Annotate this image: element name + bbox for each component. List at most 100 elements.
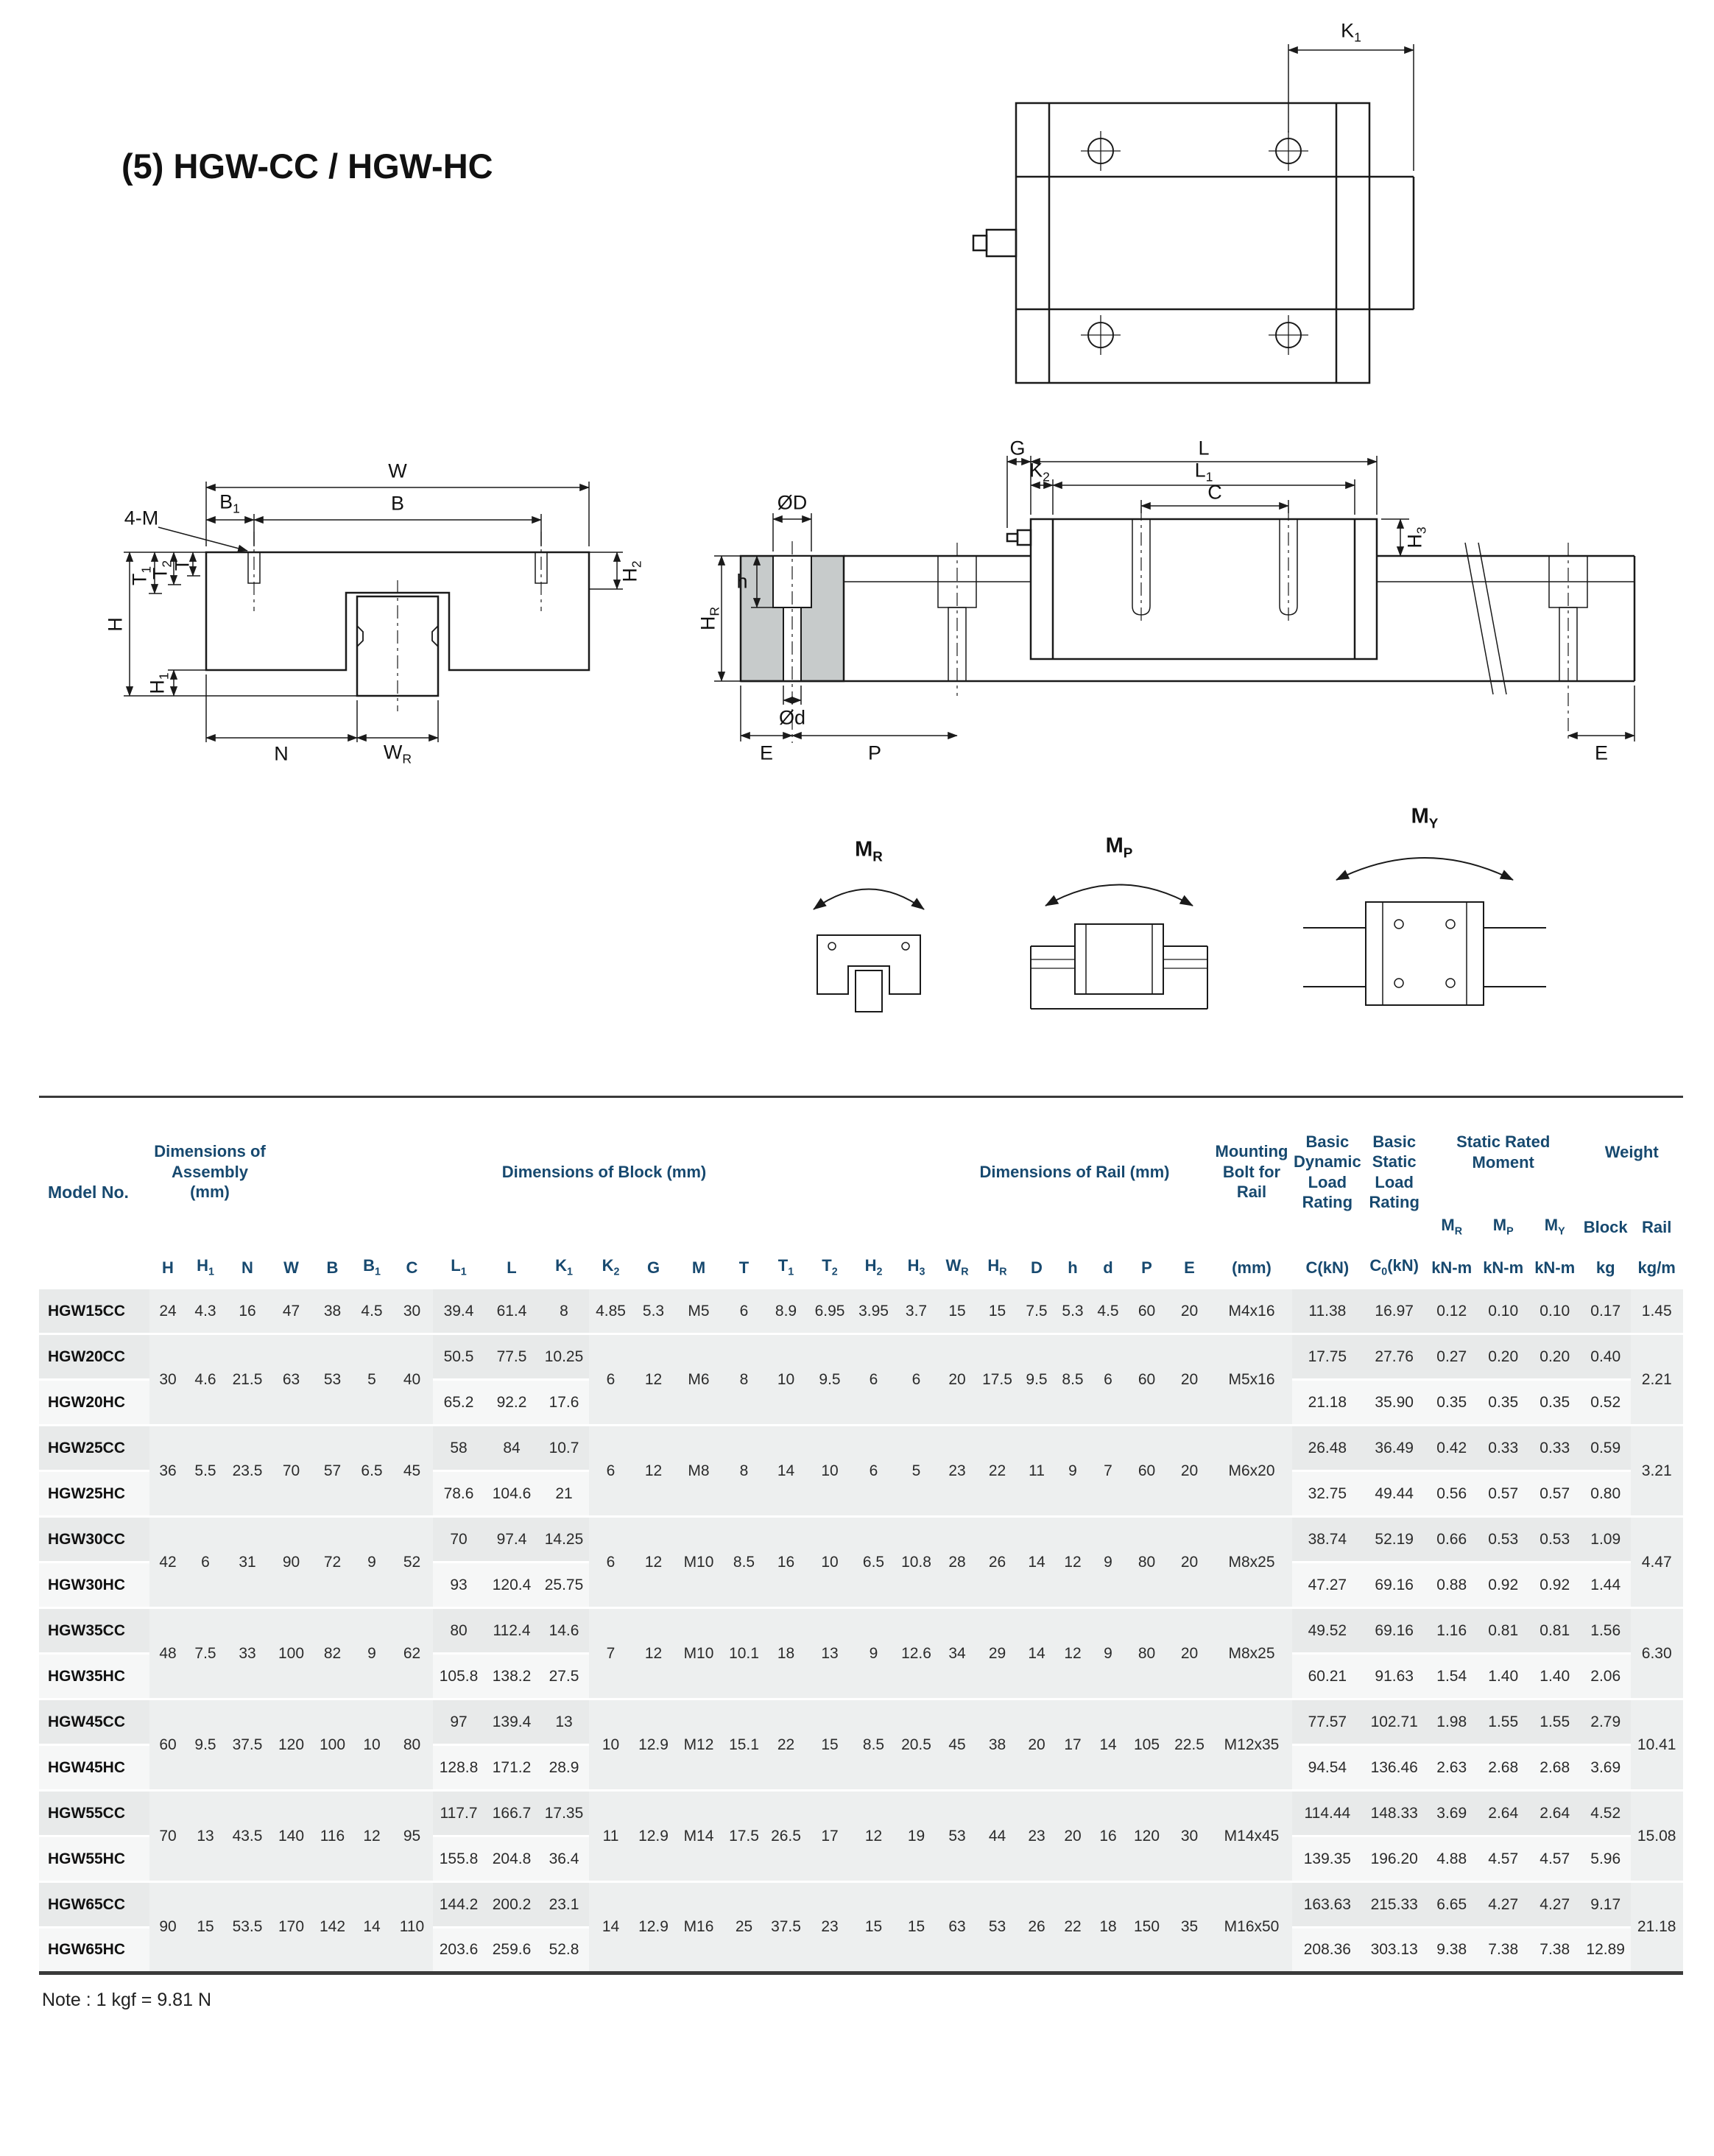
col-sym-26: C(kN) bbox=[1292, 1247, 1363, 1289]
cell-MP: 0.33 bbox=[1477, 1425, 1529, 1472]
cell-model: HGW30HC bbox=[39, 1562, 149, 1609]
block-top-view-svg bbox=[972, 44, 1415, 384]
cell-K1: 17.35 bbox=[539, 1790, 589, 1837]
dim-label-e-left: E bbox=[759, 741, 774, 764]
cell-MP: 0.57 bbox=[1477, 1470, 1529, 1518]
spec-table: Model No.Dimensions of Assembly (mm)Dime… bbox=[39, 1096, 1683, 1975]
cell-B: 100 bbox=[312, 1699, 353, 1792]
cell-MY: 0.53 bbox=[1528, 1516, 1581, 1563]
dim-label-b1: B1 bbox=[219, 490, 240, 516]
block-top-view-drawing: K1 bbox=[964, 15, 1450, 416]
cell-T2: 17 bbox=[807, 1790, 853, 1883]
cell-E: 20 bbox=[1168, 1516, 1211, 1609]
cell-MP: 2.68 bbox=[1477, 1744, 1529, 1792]
cell-G: 5.3 bbox=[632, 1288, 674, 1335]
cell-N: 16 bbox=[225, 1288, 270, 1335]
dim-label-od-small: Ød bbox=[778, 706, 806, 729]
cell-B: 116 bbox=[312, 1790, 353, 1883]
cell-M: M10 bbox=[674, 1607, 723, 1700]
col-group-bolt: Mounting Bolt for Rail bbox=[1211, 1096, 1292, 1248]
dim-label-wr: WR bbox=[383, 741, 412, 767]
cell-MP: 0.81 bbox=[1477, 1607, 1529, 1655]
cell-MR: 3.69 bbox=[1425, 1790, 1478, 1837]
cell-MP: 0.10 bbox=[1477, 1288, 1529, 1335]
cell-K2: 10 bbox=[589, 1699, 632, 1792]
cell-C: 80 bbox=[391, 1699, 433, 1792]
cell-B: 142 bbox=[312, 1881, 353, 1974]
cell-C0: 35.90 bbox=[1362, 1379, 1426, 1426]
cell-W: 120 bbox=[270, 1699, 312, 1792]
cell-model: HGW30CC bbox=[39, 1516, 149, 1563]
cell-H: 48 bbox=[149, 1607, 186, 1700]
cell-T: 6 bbox=[723, 1288, 765, 1335]
cell-d: 9 bbox=[1090, 1516, 1126, 1609]
cell-K2: 11 bbox=[589, 1790, 632, 1883]
cell-Cdyn: 32.75 bbox=[1292, 1470, 1363, 1518]
cell-MY: 2.68 bbox=[1528, 1744, 1581, 1792]
cell-G: 12 bbox=[632, 1334, 674, 1426]
cell-C0: 136.46 bbox=[1362, 1744, 1426, 1792]
cell-D: 26 bbox=[1018, 1881, 1055, 1974]
cell-MY: 1.55 bbox=[1528, 1699, 1581, 1746]
cell-MP: 0.92 bbox=[1477, 1562, 1529, 1609]
cell-Cdyn: 47.27 bbox=[1292, 1562, 1363, 1609]
cell-rail: 4.47 bbox=[1630, 1516, 1683, 1609]
cell-C: 30 bbox=[391, 1288, 433, 1335]
cell-block: 3.69 bbox=[1580, 1744, 1631, 1792]
cell-d: 16 bbox=[1090, 1790, 1126, 1883]
cell-N: 53.5 bbox=[225, 1881, 270, 1974]
cell-L1: 203.6 bbox=[433, 1927, 484, 1974]
col-sym-5: B1 bbox=[353, 1247, 391, 1289]
cell-B1: 10 bbox=[353, 1699, 391, 1792]
cell-L: 61.4 bbox=[484, 1288, 539, 1335]
cell-D: 23 bbox=[1018, 1790, 1055, 1883]
cell-MY: 0.57 bbox=[1528, 1470, 1581, 1518]
cell-H2: 12 bbox=[853, 1790, 895, 1883]
cell-block: 4.52 bbox=[1580, 1790, 1631, 1837]
cell-W: 47 bbox=[270, 1288, 312, 1335]
cell-L1: 97 bbox=[433, 1699, 484, 1746]
cell-MY: 7.38 bbox=[1528, 1927, 1581, 1974]
cell-N: 21.5 bbox=[225, 1334, 270, 1426]
cell-T1: 37.5 bbox=[765, 1881, 807, 1974]
cell-H3: 15 bbox=[895, 1881, 938, 1974]
dim-label-h-depth: h bbox=[736, 570, 748, 593]
cell-d: 7 bbox=[1090, 1425, 1126, 1518]
col-sym-17: H3 bbox=[895, 1247, 938, 1289]
cell-MY: 0.33 bbox=[1528, 1425, 1581, 1472]
cell-E: 20 bbox=[1168, 1607, 1211, 1700]
col-group-assembly: Dimensions of Assembly (mm) bbox=[149, 1096, 270, 1248]
cell-T: 25 bbox=[723, 1881, 765, 1974]
cell-L1: 78.6 bbox=[433, 1470, 484, 1518]
cell-bolt: M12x35 bbox=[1211, 1699, 1292, 1792]
cell-C0: 52.19 bbox=[1362, 1516, 1426, 1563]
cell-H1: 5.5 bbox=[186, 1425, 225, 1518]
col-group-dynamic: Basic Dynamic Load Rating bbox=[1292, 1096, 1363, 1248]
cell-L1: 80 bbox=[433, 1607, 484, 1655]
cell-M: M10 bbox=[674, 1516, 723, 1609]
cell-H1: 9.5 bbox=[186, 1699, 225, 1792]
cell-D: 14 bbox=[1018, 1607, 1055, 1700]
cell-D: 7.5 bbox=[1018, 1288, 1055, 1335]
cell-bolt: M5x16 bbox=[1211, 1334, 1292, 1426]
cell-C0: 27.76 bbox=[1362, 1334, 1426, 1381]
cell-E: 20 bbox=[1168, 1334, 1211, 1426]
dim-label-hr: HR bbox=[696, 606, 722, 631]
cell-C: 52 bbox=[391, 1516, 433, 1609]
cell-model: HGW65CC bbox=[39, 1881, 149, 1928]
cell-M: M12 bbox=[674, 1699, 723, 1792]
side-view-drawing: G L K2 L1 C ØD h HR Ød E P H3 E bbox=[696, 431, 1657, 814]
cell-L1: 65.2 bbox=[433, 1379, 484, 1426]
cell-HR: 26 bbox=[976, 1516, 1018, 1609]
dim-label-p: P bbox=[867, 741, 882, 764]
cell-model: HGW15CC bbox=[39, 1288, 149, 1335]
cell-Cdyn: 26.48 bbox=[1292, 1425, 1363, 1472]
cell-E: 22.5 bbox=[1168, 1699, 1211, 1792]
col-sym-4: B bbox=[312, 1247, 353, 1289]
cell-MY: 1.40 bbox=[1528, 1653, 1581, 1700]
